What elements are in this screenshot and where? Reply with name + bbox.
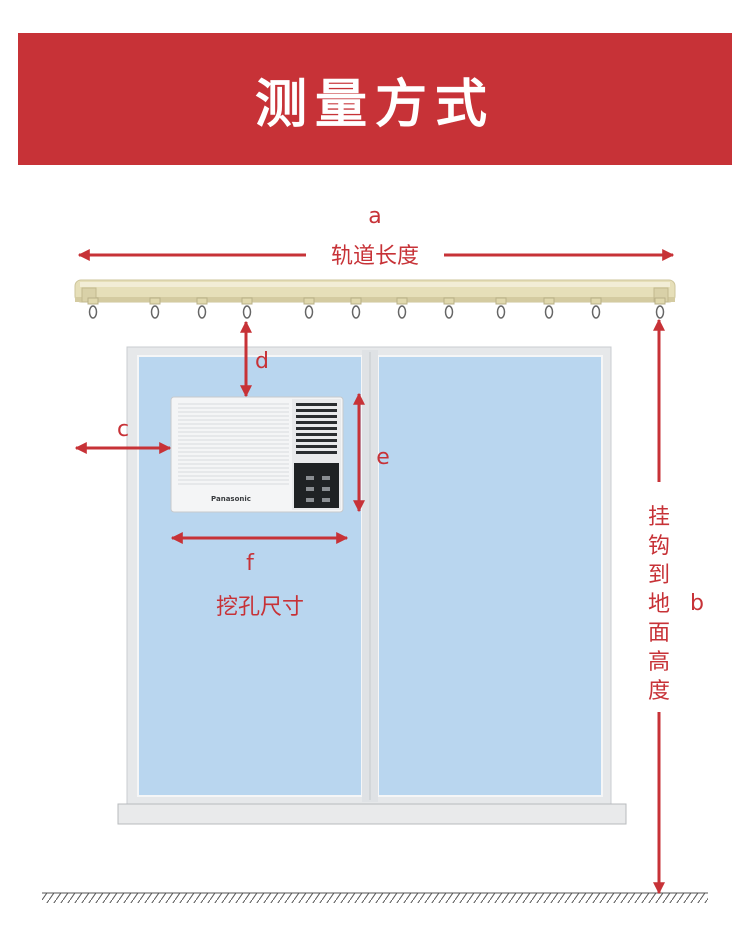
ac-control-panel — [294, 463, 339, 508]
hook — [303, 297, 315, 319]
rail-hooks — [87, 297, 666, 319]
ac-brand: Panasonic — [211, 495, 251, 503]
curtain-rail — [74, 279, 676, 319]
hook — [350, 297, 362, 319]
label-b: b — [690, 591, 704, 616]
dimension-d: d — [240, 320, 269, 398]
hook — [443, 297, 455, 319]
hook — [543, 297, 555, 319]
hook — [196, 297, 208, 319]
label-d: d — [255, 349, 269, 374]
label-hook-char: 高 — [648, 650, 670, 675]
hook — [590, 297, 602, 319]
dimension-a: a 轨道长度 — [77, 204, 675, 269]
air-conditioner: Panasonic — [170, 396, 344, 513]
window-pane-right — [377, 355, 603, 797]
label-a: a — [368, 204, 381, 229]
hook — [396, 297, 408, 319]
label-hook-char: 钩 — [648, 534, 670, 559]
dimension-e: e — [353, 392, 390, 513]
ground — [42, 892, 708, 903]
window-sill — [117, 803, 627, 825]
label-c: c — [117, 417, 129, 442]
label-hole-size: 挖孔尺寸 — [216, 595, 304, 620]
label-hook-char: 地 — [648, 592, 670, 617]
hook — [149, 297, 161, 319]
dimension-c: c — [74, 417, 172, 454]
label-e: e — [376, 445, 390, 470]
label-hook-char: 度 — [648, 679, 670, 704]
hook — [654, 297, 666, 319]
page-title: 测量方式 — [254, 74, 495, 135]
hook — [87, 297, 99, 319]
header-banner: 测量方式 — [18, 33, 732, 165]
dimension-f: f 挖孔尺寸 — [170, 532, 349, 620]
label-hook-char: 面 — [648, 621, 670, 646]
hook — [241, 297, 253, 319]
hook — [495, 297, 507, 319]
label-track-length: 轨道长度 — [331, 244, 419, 269]
ac-louvers — [296, 403, 337, 454]
label-f: f — [246, 551, 255, 576]
label-hook-char: 到 — [648, 563, 670, 588]
label-hook-char: 挂 — [648, 505, 670, 530]
